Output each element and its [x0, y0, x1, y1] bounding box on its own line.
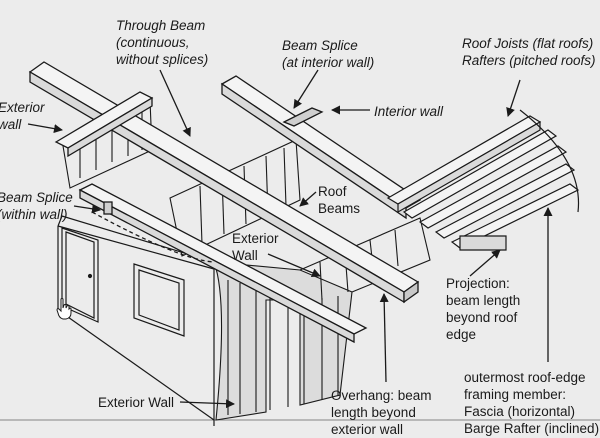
cutaway-wall-studs [213, 261, 353, 421]
door [61, 227, 99, 323]
window [133, 263, 185, 337]
front-roof-beam [78, 183, 368, 344]
label-beam-splice-within: Beam Splice (within wall) [0, 190, 73, 222]
label-exterior-wall-left: Exterior wall [0, 100, 45, 132]
interior-beam [220, 75, 422, 220]
roof-joists [386, 109, 580, 251]
hand-pointer-icon [56, 298, 72, 320]
label-outermost-member: outermost roof-edge framing member: Fasc… [464, 370, 600, 436]
label-overhang: Overhang: beam length beyond exterior wa… [331, 388, 432, 437]
label-exterior-wall-bottom: Exterior Wall [98, 395, 175, 410]
diagram-canvas: Through Beam (continuous, without splice… [0, 18, 600, 437]
leader-arrows [27, 69, 553, 409]
label-beam-splice-interior: Beam Splice (at interior wall) [282, 38, 375, 70]
label-exterior-wall-center: Exterior Wall [232, 231, 279, 263]
label-roof-joists: Roof Joists (flat roofs) Rafters (pitche… [462, 36, 596, 68]
label-interior-wall: Interior wall [374, 104, 444, 119]
label-roof-beams: Roof Beams [318, 184, 361, 216]
left-beam [54, 91, 154, 158]
framing-drawing [0, 61, 600, 426]
label-projection: Projection: beam length beyond roof edge [446, 276, 521, 342]
label-through-beam: Through Beam (continuous, without splice… [116, 18, 209, 67]
